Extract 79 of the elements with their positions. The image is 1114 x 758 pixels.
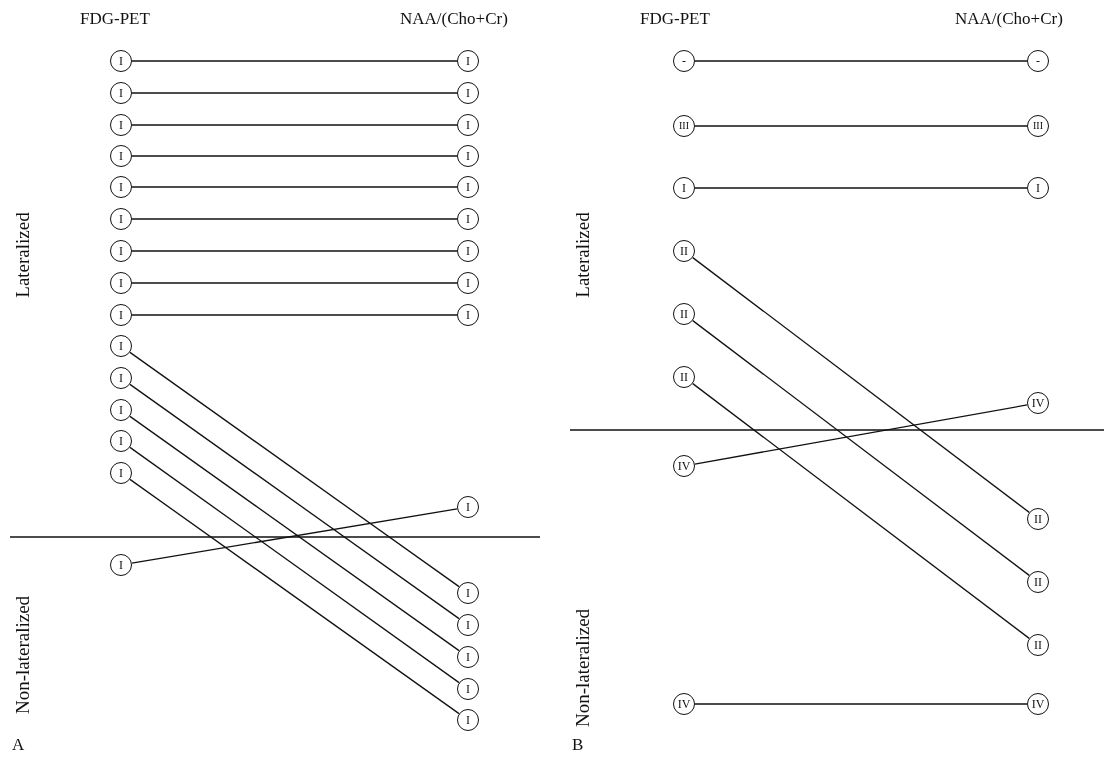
grade-circle: I [457, 145, 479, 167]
axis-label: Lateralized [572, 212, 592, 298]
grade-circle: I [110, 430, 132, 452]
connector-line [131, 218, 458, 220]
grade-circle: I [1027, 177, 1049, 199]
grade-circle: I [110, 335, 132, 357]
connector-line [131, 282, 458, 284]
grade-circle: II [673, 366, 695, 388]
grade-circle: I [457, 240, 479, 262]
connector-line [692, 257, 1030, 513]
connector-line [129, 383, 460, 620]
grade-circle: - [1027, 50, 1049, 72]
grade-circle: I [110, 176, 132, 198]
grade-circle: I [457, 709, 479, 731]
grade-circle: I [110, 145, 132, 167]
connector-line [131, 60, 458, 62]
column-heading: FDG-PET [80, 10, 150, 27]
grade-circle: I [457, 304, 479, 326]
grade-circle: I [110, 208, 132, 230]
grade-circle: IV [673, 455, 695, 477]
grade-circle: I [110, 240, 132, 262]
connector-line [692, 320, 1030, 576]
grade-circle: I [457, 614, 479, 636]
grade-circle: I [110, 554, 132, 576]
grade-circle: I [110, 272, 132, 294]
connector-line [694, 125, 1028, 127]
column-heading: NAA/(Cho+Cr) [400, 10, 508, 27]
grade-circle: I [457, 496, 479, 518]
grade-circle: IV [1027, 392, 1049, 414]
grade-circle: I [457, 678, 479, 700]
connector-line [131, 314, 458, 316]
axis-label: Non-lateralized [12, 595, 32, 715]
grade-circle: IV [1027, 693, 1049, 715]
grade-circle: II [1027, 571, 1049, 593]
grade-circle: IV [673, 693, 695, 715]
grade-circle: I [673, 177, 695, 199]
connector-line [131, 250, 458, 252]
column-heading: B [572, 736, 584, 753]
grade-circle: I [457, 176, 479, 198]
column-heading: NAA/(Cho+Cr) [955, 10, 1063, 27]
connector-line [694, 703, 1028, 705]
grade-circle: I [110, 50, 132, 72]
connector-line [129, 351, 460, 588]
grade-circle: I [457, 272, 479, 294]
column-heading: A [12, 736, 25, 753]
grade-circle: II [673, 303, 695, 325]
grade-circle: I [110, 82, 132, 104]
connector-line [694, 404, 1028, 465]
grade-circle: I [457, 82, 479, 104]
axis-label: Lateralized [12, 212, 32, 298]
grade-circle: I [457, 208, 479, 230]
connector-line [694, 187, 1028, 189]
connector-line [131, 92, 458, 94]
connector-line [694, 60, 1028, 62]
grade-circle: I [110, 462, 132, 484]
grade-circle: I [110, 367, 132, 389]
connector-line [131, 508, 458, 564]
grade-circle: II [1027, 508, 1049, 530]
axis-label: Non-lateralized [572, 608, 592, 728]
connector-line [131, 186, 458, 188]
connector-line [129, 478, 460, 715]
grade-circle: I [110, 304, 132, 326]
grade-circle: - [673, 50, 695, 72]
grade-circle: I [457, 582, 479, 604]
grade-circle: I [457, 646, 479, 668]
connector-line [131, 155, 458, 157]
connector-line [131, 124, 458, 126]
grade-circle: I [457, 114, 479, 136]
grade-circle: II [673, 240, 695, 262]
connector-line [129, 446, 460, 684]
connector-line [129, 415, 460, 652]
column-heading: FDG-PET [640, 10, 710, 27]
grade-circle: II [1027, 634, 1049, 656]
grade-circle: I [110, 399, 132, 421]
grade-circle: I [110, 114, 132, 136]
connector-line [692, 383, 1030, 639]
grade-circle: III [673, 115, 695, 137]
grade-circle: III [1027, 115, 1049, 137]
grade-circle: I [457, 50, 479, 72]
